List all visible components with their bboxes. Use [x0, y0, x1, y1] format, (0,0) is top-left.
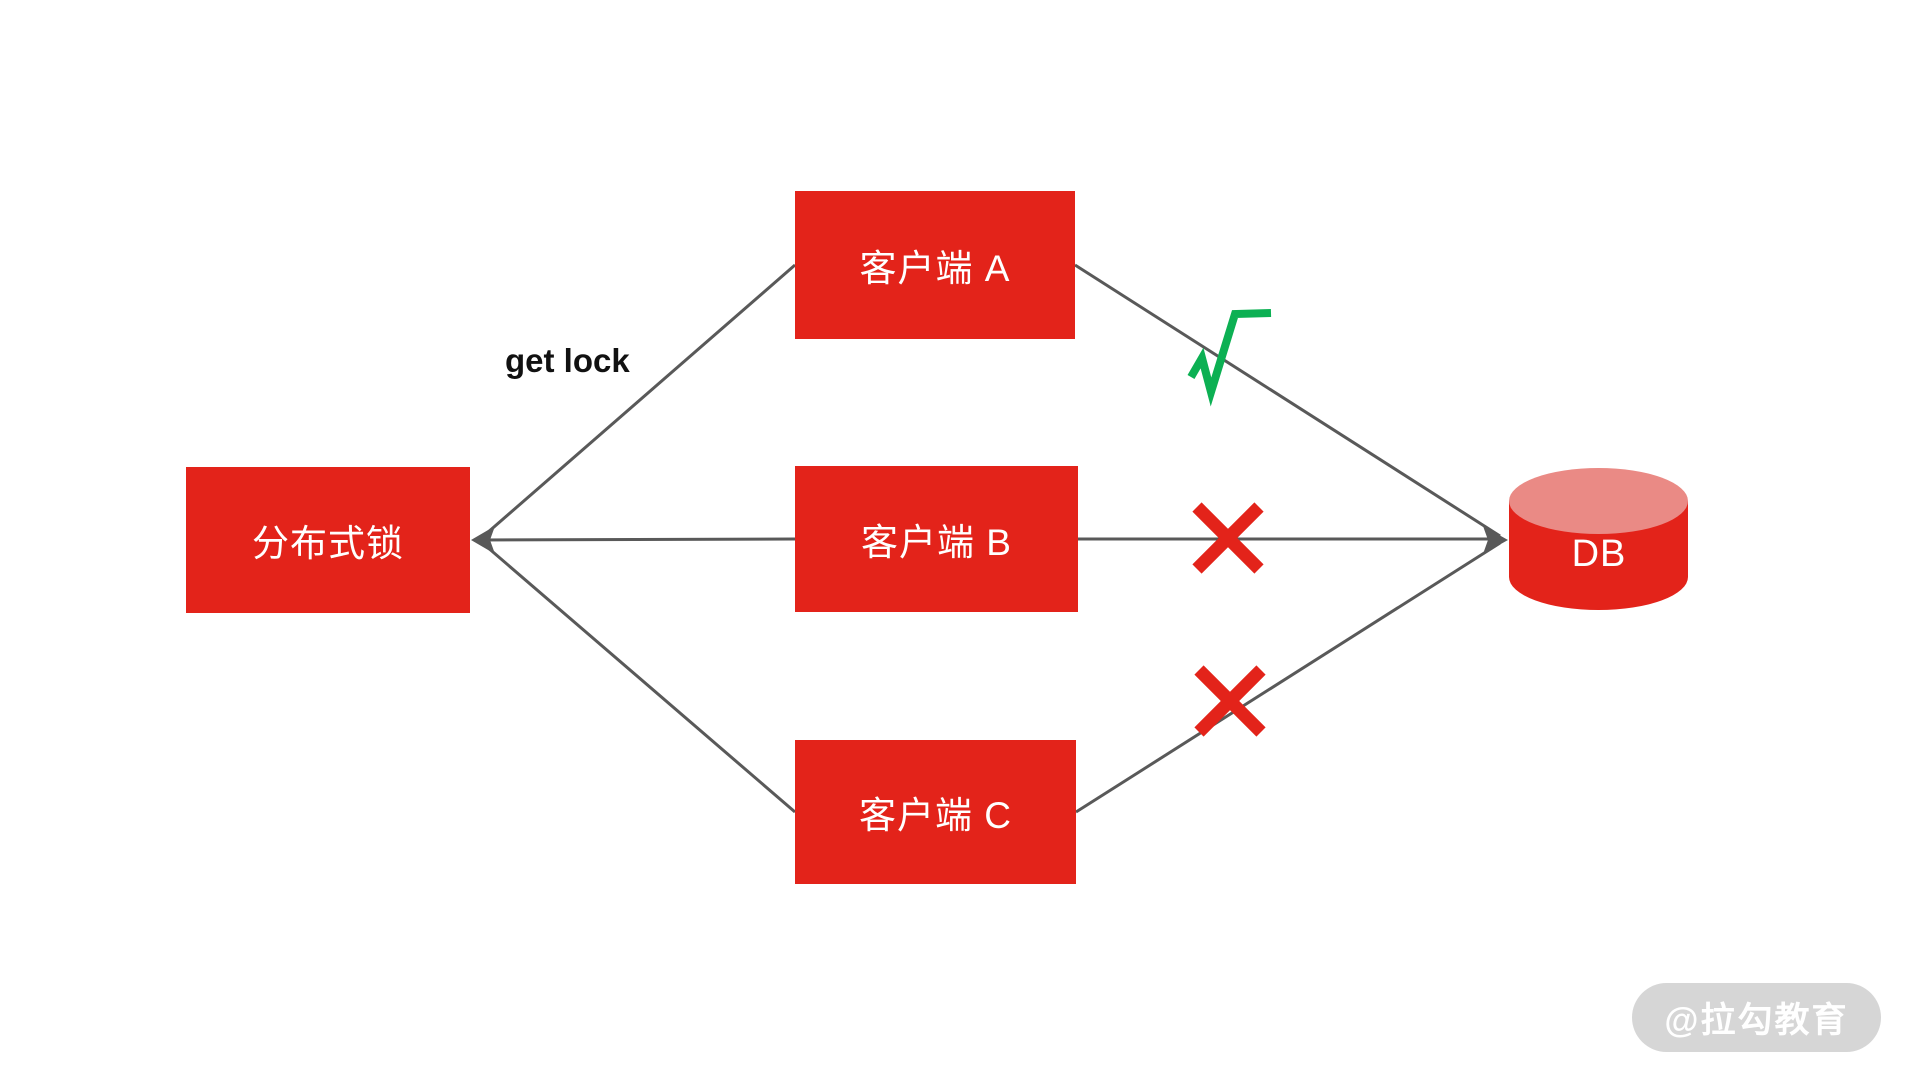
cross-icon: [1192, 502, 1264, 574]
edge-lock-client-c: [478, 538, 796, 814]
node-db-label: DB: [1571, 532, 1627, 575]
edge-lock-client-b: [478, 537, 796, 542]
edge-client-c-db: [1075, 541, 1501, 814]
node-client-c: 客户端 C: [795, 740, 1076, 884]
check-icon: [1187, 309, 1272, 407]
watermark-badge: @拉勾教育: [1632, 983, 1881, 1052]
edge-label-get-lock: get lock: [505, 342, 630, 379]
arrowhead-left-icon: [471, 526, 495, 554]
node-client-a: 客户端 A: [795, 191, 1075, 339]
node-client-a-label: 客户端 A: [859, 248, 1011, 289]
node-distributed-lock-label: 分布式锁: [252, 523, 404, 564]
cross-icon: [1194, 665, 1266, 737]
database-cylinder-icon: [1509, 468, 1688, 611]
node-client-b: 客户端 B: [795, 466, 1078, 612]
edge-client-a-db: [1074, 263, 1501, 538]
arrowhead-right-icon: [1483, 526, 1508, 554]
edge-lock-client-a: [478, 263, 796, 542]
node-client-b-label: 客户端 B: [861, 522, 1012, 563]
node-distributed-lock: 分布式锁: [186, 467, 470, 613]
node-client-c-label: 客户端 C: [859, 795, 1012, 836]
